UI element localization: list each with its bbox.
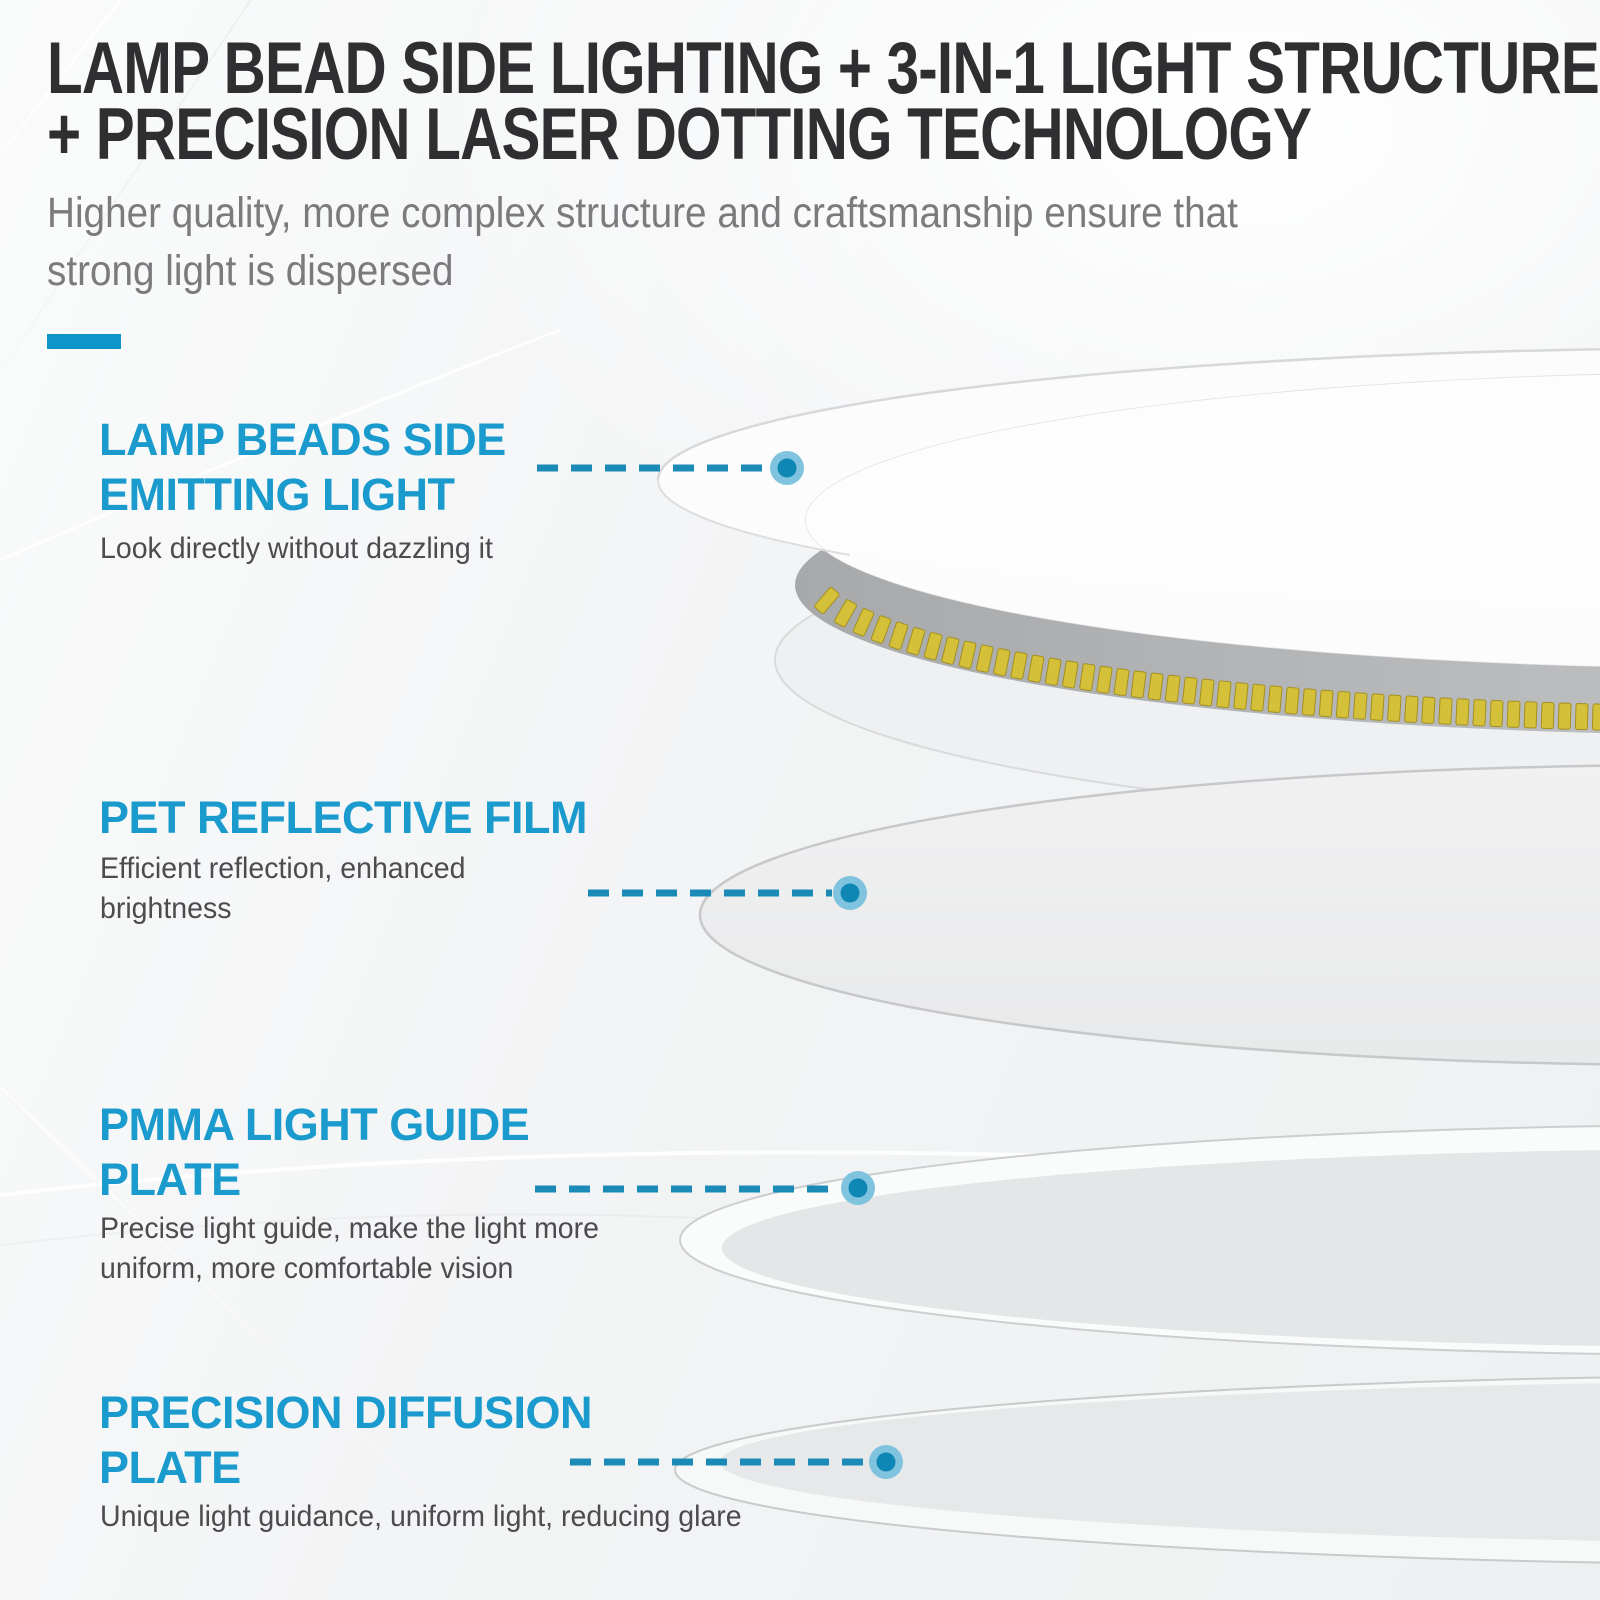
callout-desc-line: uniform, more comfortable vision — [100, 1252, 514, 1285]
led-chip — [993, 648, 1011, 677]
led-chip — [1489, 699, 1504, 728]
callout-desc-diffusion: Unique light guidance, uniform light, re… — [100, 1497, 742, 1537]
callout-desc-lamp-beads: Look directly without dazzling it — [100, 529, 493, 569]
led-chip — [1557, 702, 1572, 730]
led-chip — [1233, 682, 1249, 710]
led-chip — [1147, 672, 1164, 701]
page-subtitle-line1: Higher quality, more complex structure a… — [47, 189, 1238, 237]
led-chip — [1010, 651, 1028, 680]
ring-outer-edge — [656, 348, 1600, 481]
led-chip — [1591, 703, 1600, 731]
led-chip — [1113, 668, 1130, 697]
led-chip — [1472, 699, 1487, 727]
led-chip — [1216, 680, 1232, 709]
led-chip — [923, 631, 943, 661]
led-chip — [1027, 654, 1045, 683]
led-chip — [1370, 693, 1385, 721]
callout-heading-lamp-beads: LAMP BEADS SIDE EMITTING LIGHT — [99, 412, 506, 522]
ring-outer-edge-lower — [656, 479, 851, 556]
led-chip — [906, 627, 926, 656]
diffusion-surface — [720, 1383, 1600, 1541]
led-chip — [1506, 700, 1521, 728]
led-chip — [1301, 688, 1317, 716]
callout-desc-line: Look directly without dazzling it — [100, 532, 493, 565]
led-chip — [1062, 660, 1079, 689]
led-chip — [1387, 694, 1402, 722]
callout-heading-line: PRECISION DIFFUSION — [99, 1387, 593, 1438]
callout-heading-line: PLATE — [99, 1442, 241, 1493]
led-chip — [1335, 690, 1351, 719]
ring-top-face — [658, 349, 1600, 667]
callout-dot-pet-film — [833, 876, 867, 910]
page-subtitle: Higher quality, more complex structure a… — [47, 184, 1577, 300]
callout-heading-pet-film: PET REFLECTIVE FILM — [99, 790, 588, 845]
callout-desc-line: Precise light guide, make the light more — [100, 1212, 600, 1245]
led-chip — [1523, 701, 1538, 729]
pet-film-layer — [699, 764, 1600, 1066]
led-chip — [975, 644, 994, 673]
page-subtitle-line2: strong light is dispersed — [47, 247, 454, 295]
led-chip — [1182, 676, 1198, 705]
led-chip — [1404, 695, 1419, 723]
led-ring-layer — [656, 348, 1600, 824]
led-chip — [1199, 678, 1215, 707]
led-chip — [941, 636, 960, 665]
led-chip — [888, 621, 909, 650]
page-title-line2: + PRECISION LASER DOTTING TECHNOLOGY — [47, 94, 1312, 175]
led-chip — [1079, 663, 1096, 692]
led-chip — [814, 587, 840, 614]
callout-dot-diffusion — [869, 1445, 903, 1479]
led-chip — [870, 615, 892, 644]
led-chip — [1267, 685, 1283, 714]
led-chip — [958, 640, 977, 669]
callout-heading-line: PLATE — [99, 1154, 241, 1205]
light-guide-layer — [679, 1125, 1600, 1355]
led-chip — [1540, 701, 1555, 730]
led-chip — [1284, 686, 1300, 715]
callout-dot-light-guide — [841, 1171, 875, 1205]
callout-dot-lamp-beads — [770, 451, 804, 485]
led-chip — [1044, 657, 1062, 686]
led-chip — [1318, 689, 1334, 718]
callout-heading-line: LAMP BEADS SIDE — [99, 414, 506, 465]
led-chip — [834, 599, 857, 628]
accent-bar — [47, 334, 121, 349]
led-chip — [1096, 665, 1113, 694]
callout-desc-light-guide: Precise light guide, make the light more… — [100, 1209, 599, 1289]
callout-heading-line: EMITTING LIGHT — [99, 469, 455, 520]
pet-film-plate — [699, 764, 1600, 1066]
page-title: LAMP BEAD SIDE LIGHTING + 3-IN-1 LIGHT S… — [47, 28, 1600, 175]
led-chip — [1421, 696, 1436, 724]
callout-desc-line: Efficient reflection, enhanced — [100, 852, 466, 885]
callout-heading-light-guide: PMMA LIGHT GUIDE PLATE — [99, 1097, 530, 1207]
light-guide-surface — [722, 1150, 1600, 1346]
led-chip — [1130, 670, 1147, 699]
callout-dots — [770, 451, 903, 1479]
led-chip — [1352, 692, 1368, 720]
led-chip — [1250, 683, 1266, 712]
led-strip — [814, 587, 1600, 731]
led-chip — [852, 608, 875, 637]
callout-heading-line: PET REFLECTIVE FILM — [99, 792, 588, 843]
led-chip — [1455, 698, 1470, 726]
page-title-line1: LAMP BEAD SIDE LIGHTING + 3-IN-1 LIGHT S… — [47, 28, 1600, 109]
callout-heading-diffusion: PRECISION DIFFUSION PLATE — [99, 1385, 593, 1495]
callout-lines — [535, 464, 868, 1466]
led-chip — [1164, 674, 1181, 703]
callout-desc-pet-film: Efficient reflection, enhanced brightnes… — [100, 849, 465, 929]
callout-heading-line: PMMA LIGHT GUIDE — [99, 1099, 530, 1150]
led-chip — [1438, 697, 1453, 725]
led-chip — [1574, 702, 1589, 731]
diffusion-layer — [674, 1376, 1600, 1564]
callout-desc-line: brightness — [100, 892, 232, 925]
callout-desc-line: Unique light guidance, uniform light, re… — [100, 1500, 742, 1533]
